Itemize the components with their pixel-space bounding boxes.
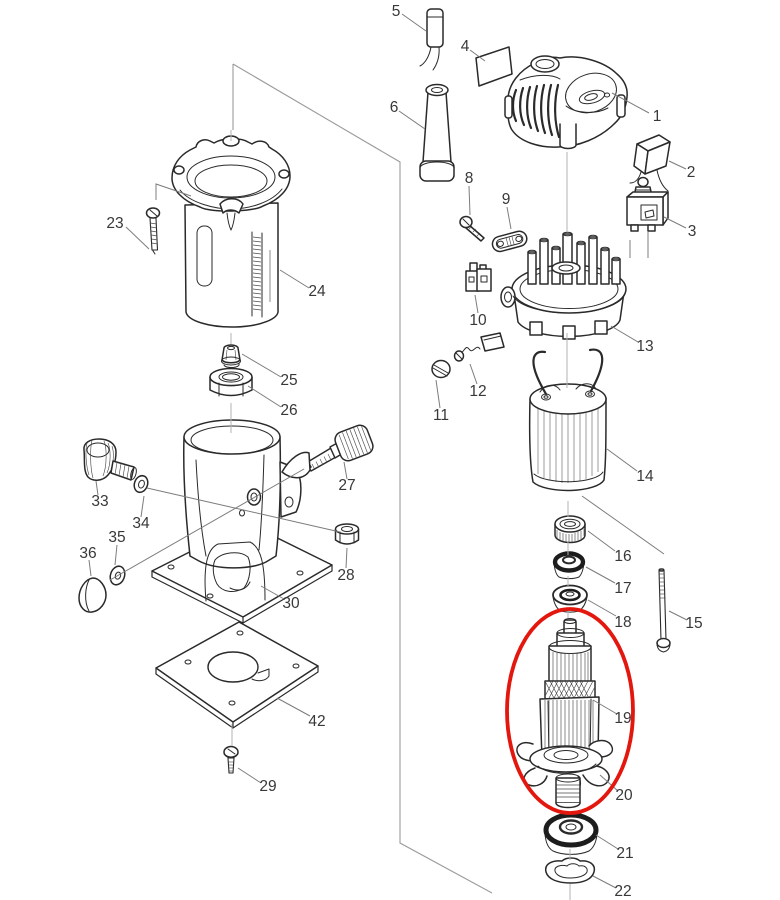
part-label-10: 10 bbox=[469, 312, 487, 329]
center-lines bbox=[230, 130, 571, 900]
part-33-thumb-screw bbox=[83, 438, 137, 481]
part-15-long-screw bbox=[656, 568, 671, 653]
part-label-14: 14 bbox=[636, 468, 654, 485]
part-label-29: 29 bbox=[259, 778, 276, 795]
part-10-terminal-block bbox=[465, 262, 492, 292]
parts-group bbox=[78, 8, 671, 884]
part-label-17: 17 bbox=[614, 580, 631, 597]
assembly-lines bbox=[109, 183, 665, 581]
part-label-18: 18 bbox=[614, 614, 631, 631]
part-6-cord-guard bbox=[419, 83, 455, 182]
part-11-brush-cap bbox=[431, 359, 451, 379]
part-28-hex-nut bbox=[334, 523, 360, 545]
part-label-5: 5 bbox=[392, 3, 401, 20]
leader-lines bbox=[88, 13, 688, 889]
part-label-27: 27 bbox=[338, 477, 355, 494]
part-label-42: 42 bbox=[308, 713, 325, 730]
part-13-motor-housing bbox=[500, 231, 627, 340]
part-label-11: 11 bbox=[433, 407, 449, 424]
part-label-4: 4 bbox=[461, 38, 470, 55]
part-27-clamp-screw bbox=[302, 424, 374, 472]
part-42-base-plate bbox=[155, 621, 319, 729]
part-18-bearing-seat bbox=[552, 584, 588, 613]
part-14-field-coil bbox=[528, 348, 607, 492]
part-label-16: 16 bbox=[614, 548, 631, 565]
part-label-6: 6 bbox=[390, 99, 399, 116]
part-label-8: 8 bbox=[465, 170, 474, 187]
part-label-26: 26 bbox=[280, 402, 297, 419]
part-label-13: 13 bbox=[636, 338, 653, 355]
part-30-base bbox=[151, 419, 333, 624]
part-23-screw bbox=[145, 207, 161, 255]
part-label-23: 23 bbox=[106, 215, 123, 232]
part-1-motor-cap bbox=[504, 55, 628, 150]
part-label-1: 1 bbox=[653, 108, 662, 125]
part-label-25: 25 bbox=[280, 372, 297, 389]
part-26-collet-nut bbox=[209, 367, 253, 397]
part-3-switch bbox=[626, 176, 669, 232]
part-4-name-plate bbox=[475, 46, 513, 87]
highlight-ellipse bbox=[505, 607, 635, 815]
part-label-19: 19 bbox=[614, 710, 631, 727]
part-2-capacitor bbox=[629, 134, 671, 192]
part-label-35: 35 bbox=[108, 529, 125, 546]
part-label-3: 3 bbox=[688, 223, 697, 240]
part-label-12: 12 bbox=[469, 383, 486, 400]
part-labels: 1 2 3 4 5 6 8 9 10 11 12 13 14 15 16 17 … bbox=[79, 3, 702, 900]
part-label-28: 28 bbox=[337, 567, 354, 584]
part-label-21: 21 bbox=[616, 845, 633, 862]
part-34-washer bbox=[133, 474, 149, 494]
part-5-suppressor bbox=[419, 8, 444, 71]
part-label-24: 24 bbox=[308, 283, 326, 300]
part-21-ball-bearing bbox=[543, 812, 599, 855]
part-16-retainer-ring bbox=[554, 515, 586, 544]
part-label-30: 30 bbox=[282, 595, 300, 612]
part-label-2: 2 bbox=[687, 164, 696, 181]
part-label-15: 15 bbox=[685, 615, 702, 632]
part-label-20: 20 bbox=[615, 787, 633, 804]
part-12-carbon-brush bbox=[453, 332, 505, 362]
part-label-22: 22 bbox=[614, 883, 631, 900]
part-24-motor-housing-barrel bbox=[171, 135, 291, 328]
part-36-knob-pad bbox=[78, 577, 107, 613]
part-25-collet-cone bbox=[221, 344, 241, 369]
part-17-ball-bearing bbox=[552, 551, 586, 580]
part-20-fan bbox=[516, 739, 614, 809]
part-label-34: 34 bbox=[132, 515, 150, 532]
part-label-33: 33 bbox=[91, 493, 108, 510]
section-boundary-lines bbox=[232, 63, 493, 894]
part-29-screw bbox=[223, 745, 239, 774]
part-label-9: 9 bbox=[502, 191, 511, 208]
part-8-screw bbox=[459, 215, 485, 242]
part-22-wave-washer bbox=[544, 857, 596, 884]
part-label-36: 36 bbox=[79, 545, 96, 562]
part-9-cord-clamp bbox=[491, 230, 528, 253]
